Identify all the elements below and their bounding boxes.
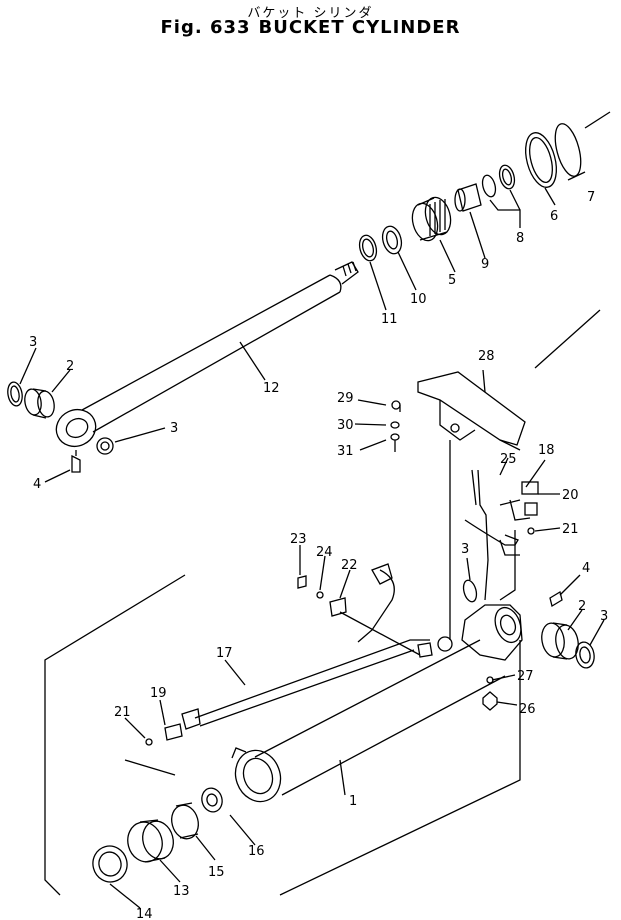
callout-14: 14 (136, 907, 153, 920)
callout-27: 27 (517, 669, 534, 684)
callout-15: 15 (208, 865, 225, 880)
callout-1: 1 (349, 794, 357, 809)
hydraulic-hoses (464, 469, 539, 601)
callout-16: 16 (248, 844, 265, 859)
callout-8: 8 (516, 231, 524, 246)
callout-18: 18 (538, 443, 555, 458)
group-boundary-upper (534, 111, 611, 369)
callout-21-left: 21 (114, 705, 131, 720)
callout-13: 13 (173, 884, 190, 899)
callout-2: 2 (578, 599, 586, 614)
tube-pipe (124, 563, 430, 776)
figure-name: BUCKET CYLINDER (258, 17, 461, 38)
callout-31: 31 (337, 444, 354, 459)
cylinder-head-parts (92, 787, 223, 883)
callout-17: 17 (216, 646, 233, 661)
figure-number: Fig. 633 (160, 17, 251, 38)
callout-21-right: 21 (562, 522, 579, 537)
callout-3: 3 (600, 609, 608, 624)
callout-30: 30 (337, 418, 354, 433)
group-boundary-lower (44, 574, 521, 896)
callout-29: 29 (337, 391, 354, 406)
callout-3-right-mid: 3 (461, 542, 469, 557)
callout-22: 22 (341, 558, 358, 573)
callout-2-left: 2 (66, 359, 74, 374)
pin-bushings-right (541, 622, 595, 669)
callout-23: 23 (290, 532, 307, 547)
small-hardware (297, 421, 563, 711)
callout-3-left-top: 3 (29, 335, 37, 350)
callout-12: 12 (263, 381, 280, 396)
callout-labels: 1 2 3 4 5 6 7 8 9 10 11 12 13 14 15 16 1… (29, 190, 608, 920)
callout-11: 11 (381, 312, 398, 327)
callout-6: 6 (550, 209, 558, 224)
callout-4: 4 (582, 561, 590, 576)
callout-28: 28 (478, 349, 495, 364)
piston-seal-set (358, 123, 582, 262)
title-japanese: バケット シリンダ (247, 6, 374, 21)
callout-19: 19 (150, 686, 167, 701)
callout-9: 9 (481, 257, 489, 272)
callout-7: 7 (587, 190, 595, 205)
callout-24: 24 (316, 545, 333, 560)
callout-20: 20 (562, 488, 579, 503)
mounting-bracket (391, 371, 526, 640)
callout-4-left: 4 (33, 477, 41, 492)
figure-title: Fig. 633 BUCKET CYLINDER (0, 17, 621, 38)
callout-26: 26 (519, 702, 536, 717)
rod-end-bushings (7, 381, 114, 473)
callout-5: 5 (448, 273, 456, 288)
callout-10: 10 (410, 292, 427, 307)
cylinder-tube (231, 604, 523, 803)
leader-lines (19, 171, 605, 909)
piston-rod (55, 261, 359, 448)
callout-25: 25 (500, 452, 517, 467)
callout-3-left-bottom: 3 (170, 421, 178, 436)
